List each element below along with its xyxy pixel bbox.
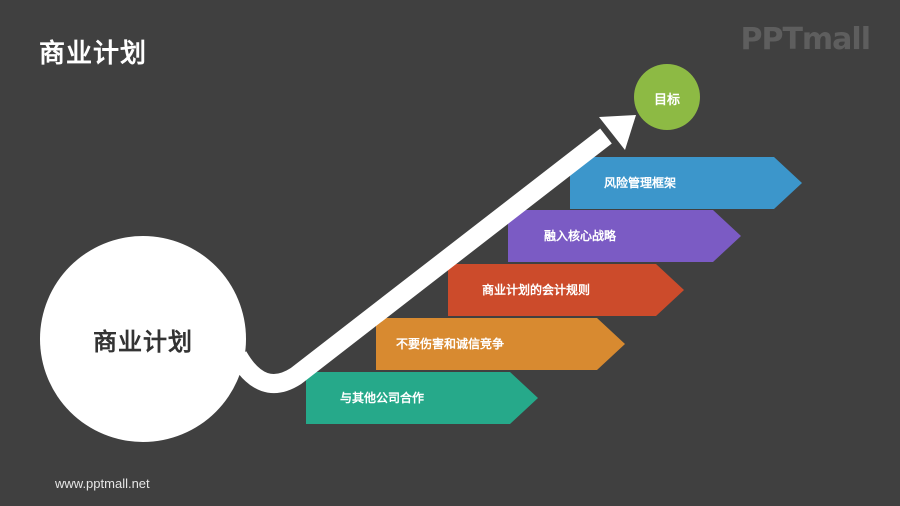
step-banner-2 bbox=[376, 318, 625, 370]
goal-node-circle bbox=[634, 64, 700, 130]
step-label-5: 风险管理框架 bbox=[604, 176, 677, 190]
step-banner-5 bbox=[570, 157, 802, 209]
slide-title: 商业计划 bbox=[39, 39, 148, 69]
step-label-2: 不要伤害和诚信竞争 bbox=[396, 337, 505, 351]
step-label-3: 商业计划的会计规则 bbox=[482, 283, 591, 297]
step-label-4: 融入核心战略 bbox=[544, 229, 617, 243]
footer-url: www.pptmall.net bbox=[55, 476, 150, 491]
growth-arrow-shaft bbox=[229, 128, 612, 394]
center-node-circle bbox=[40, 236, 246, 442]
goal-node-label: 目标 bbox=[653, 93, 680, 108]
arrow-up-right-icon bbox=[599, 115, 636, 150]
step-banner-4 bbox=[508, 210, 741, 262]
step-banner-3 bbox=[448, 264, 684, 316]
step-banner-1 bbox=[306, 372, 538, 424]
step-label-1: 与其他公司合作 bbox=[340, 391, 425, 405]
brand-logo: PPTmall bbox=[740, 22, 871, 57]
center-node-label: 商业计划 bbox=[93, 328, 193, 356]
